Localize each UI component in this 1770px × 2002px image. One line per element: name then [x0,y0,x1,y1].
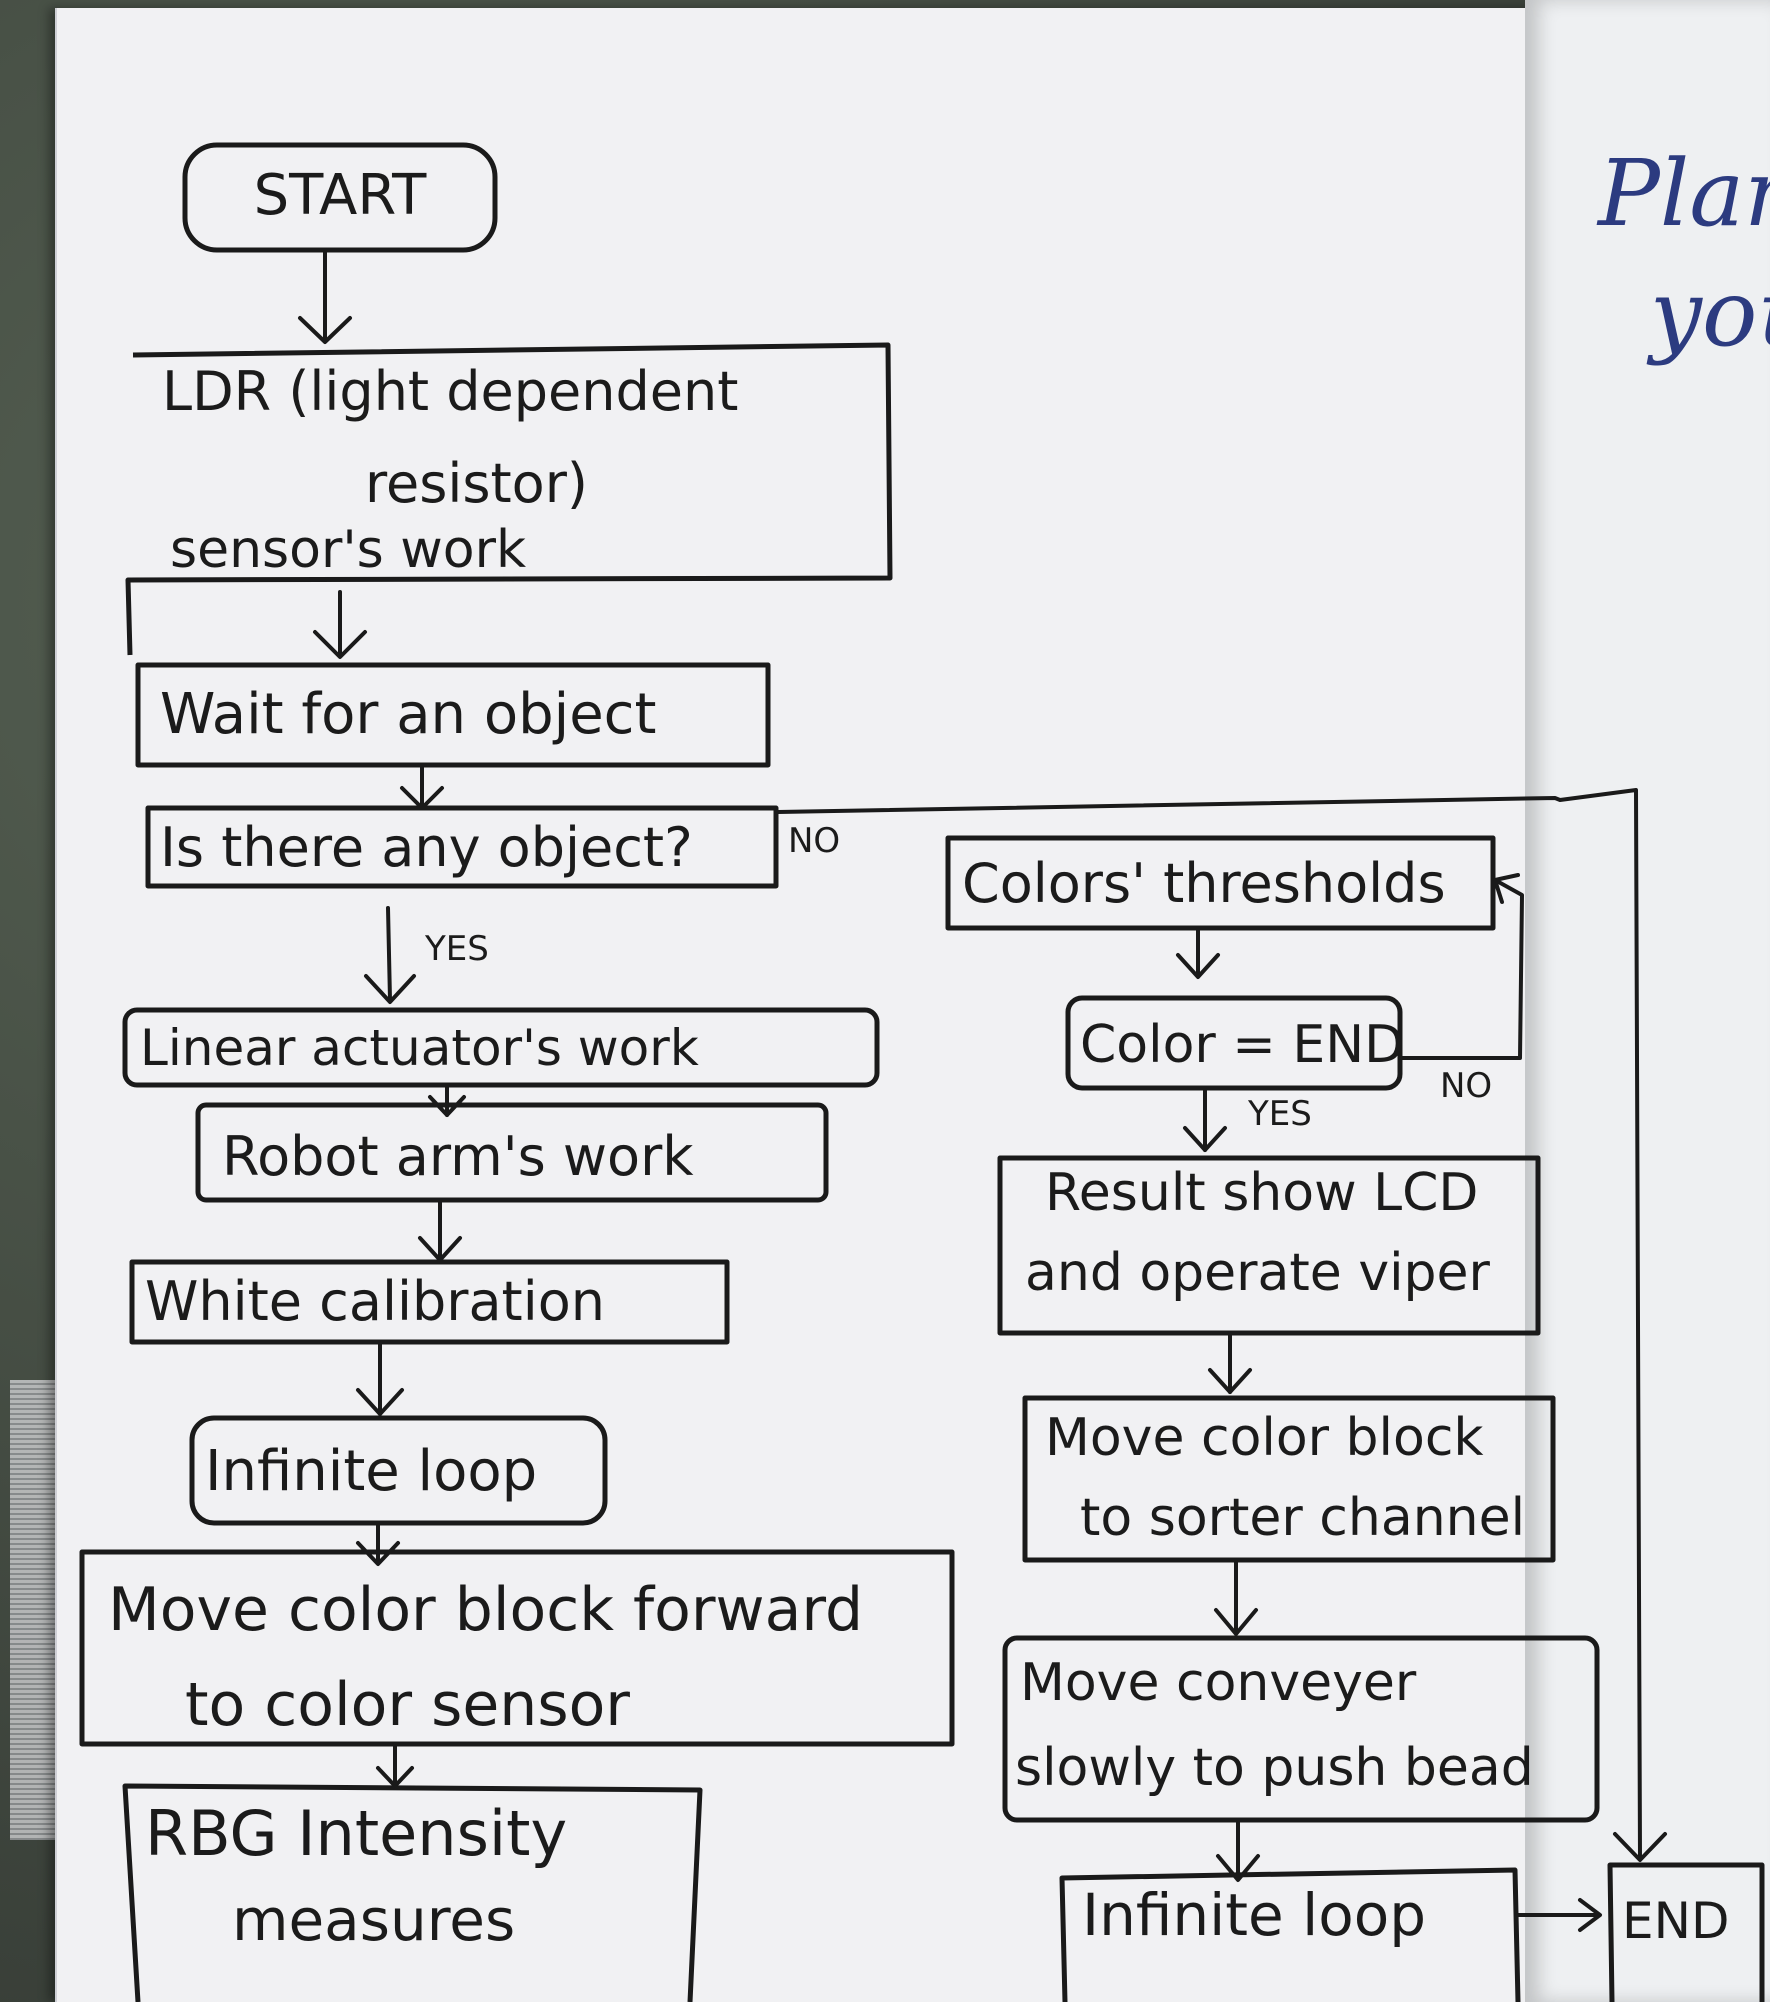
end-node: END [1607,1862,1765,2002]
arrowhead-thresholds [1493,873,1520,904]
ldr-sensor-node: LDR (light dependent resistor) sensor's … [125,342,893,656]
infinite-loop-left-node: Infinite loop [189,1415,608,1526]
margin-note-line1: Plan [1596,140,1770,247]
start-node: START [182,142,498,253]
move-sorter-node: Move color block to sorter channel [1022,1395,1556,1563]
notebook-left-page [55,8,1537,2002]
rbg-line2: measures [232,1886,515,1954]
move-fwd-line1: Move color block forward [108,1575,863,1645]
thresholds-node: Colors' thresholds [945,835,1496,931]
linear-label: Linear actuator's work [140,1019,699,1077]
thresholds-label: Colors' thresholds [962,852,1446,915]
result-line1: Result show LCD [1045,1163,1478,1223]
move-forward-node: Move color block forward to color sensor [79,1549,955,1747]
move-fwd-line2: to color sensor [185,1670,630,1740]
page-edges [10,1380,58,1840]
decision-label: Is there any object? [160,816,693,879]
arrowhead-loop [356,1388,404,1416]
robot-arm-node: Robot arm's work [195,1102,829,1203]
arrowhead-linear [364,974,416,1004]
result-line2: and operate viper [1025,1243,1491,1303]
decision-yes-label: YES [424,929,489,969]
decision-no-label: NO [788,821,840,861]
conveyer-line1: Move conveyer [1020,1653,1417,1713]
arrowhead-sorter [1208,1368,1252,1394]
arrowhead-result [1183,1126,1227,1152]
robot-label: Robot arm's work [222,1125,694,1188]
move-sorter-line2: to sorter channel [1080,1488,1525,1548]
ldr-line2: resistor) [365,452,588,515]
start-label: START [254,163,428,228]
arrow-decision-no-end [776,788,1642,1860]
arrowhead-ldr [298,316,352,344]
arrowhead-wait [313,630,367,659]
wait-node: Wait for an object [135,662,771,768]
wait-label: Wait for an object [160,682,656,747]
loop-left-label: Infinite loop [205,1439,537,1504]
conveyer-line2: slowly to push bead [1015,1738,1534,1798]
margin-note-line2: you [1646,260,1770,367]
arrow-decision-yes [386,906,392,1002]
infinite-loop-right-node: Infinite loop [1059,1867,1521,2002]
notebook-right-page [1525,0,1770,2002]
arrow-colorend-no-loop [1398,878,1524,1060]
arrowhead-end-side [1578,1898,1602,1932]
arrowhead-loop-right [1216,1854,1260,1882]
arrowhead-colorend [1176,953,1220,979]
white-label: White calibration [145,1270,605,1333]
rbg-line1: RBG Intensity [145,1797,567,1870]
ldr-line1: LDR (light dependent [162,360,738,423]
decision-node: Is there any object? [145,805,779,889]
white-calibration-node: White calibration [129,1259,730,1345]
result-lcd-node: Result show LCD and operate viper [997,1155,1541,1336]
color-end-label: Color = END [1080,1015,1404,1075]
move-sorter-line1: Move color block [1045,1408,1484,1468]
color-end-no-label: NO [1440,1066,1492,1106]
ldr-line3: sensor's work [170,520,526,580]
arrowhead-end-top [1613,1832,1667,1862]
end-label: END [1622,1892,1730,1950]
loop-right-label: Infinite loop [1082,1881,1426,1949]
rbg-intensity-node: RBG Intensity measures [122,1783,703,2002]
move-conveyer-node: Move conveyer slowly to push bead [1002,1635,1600,1823]
arrowhead-conveyer [1214,1608,1258,1636]
color-end-node: Color = END [1065,995,1404,1091]
color-end-yes-label: YES [1247,1094,1312,1134]
linear-actuator-node: Linear actuator's work [122,1007,880,1088]
